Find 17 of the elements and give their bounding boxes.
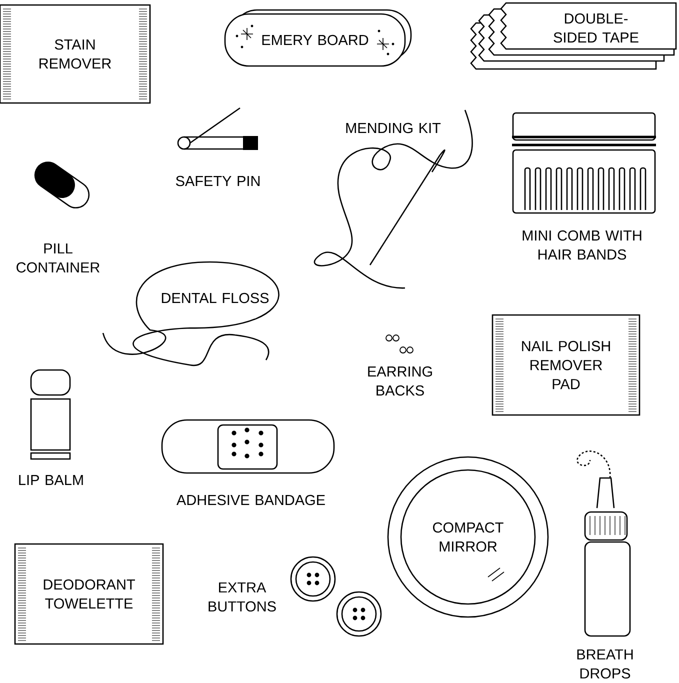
item-label: MENDING KIT	[346, 122, 441, 134]
packet-box: STAIN REMOVER	[0, 4, 151, 104]
item-label: ADHESIVE BANDAGE	[176, 494, 325, 506]
item-label: MINI COMB WITH HAIR BANDS	[522, 230, 642, 260]
packet-box: DEODORANT TOWELETTE	[14, 543, 164, 645]
item-label: EXTRA BUTTONS	[208, 582, 276, 612]
item-label: EARRING BACKS	[368, 366, 432, 396]
tape-drawing: DOUBLE-SIDED TAPE	[470, 2, 677, 70]
item-label: LIP BALM	[19, 475, 83, 485]
packet-box: NAIL POLISH REMOVER PAD	[492, 314, 640, 416]
item-label: BREATH DROPS	[577, 649, 633, 679]
item-label: PILL CONTAINER	[16, 243, 100, 273]
emery-board: EMERY BOARD	[224, 9, 412, 67]
item-label: SAFETY PIN	[176, 176, 260, 186]
node-label: DOUBLE-	[564, 13, 628, 24]
floss-drawing: DENTAL FLOSS	[102, 261, 280, 366]
compact-mirror: COMPACT MIRROR	[387, 456, 549, 618]
